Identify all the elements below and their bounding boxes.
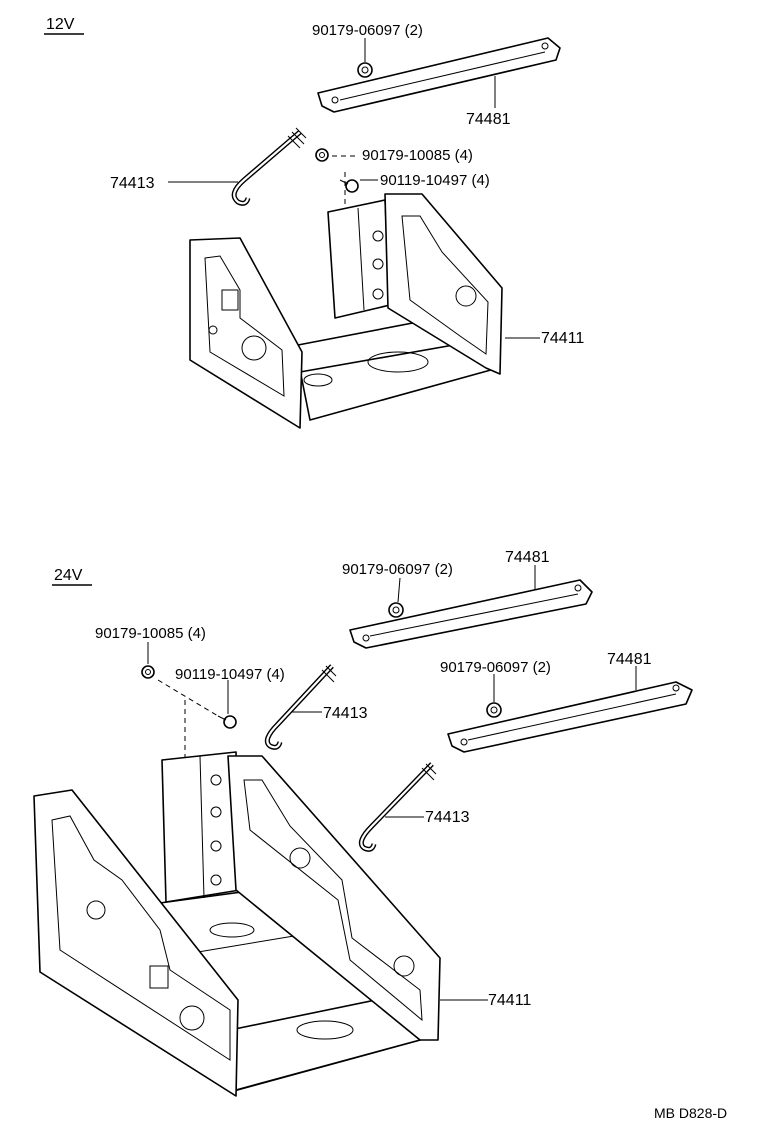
dashed-guide xyxy=(157,679,219,717)
hook-rod-74413-upper xyxy=(231,127,307,206)
label-74481-upper: 74481 xyxy=(466,111,511,128)
label-90179-06097-lower-b: 90179-06097 (2) xyxy=(440,659,551,676)
bolt-icon-lower xyxy=(217,715,237,729)
battery-carrier-74411-upper xyxy=(189,193,503,429)
label-74411-lower: 74411 xyxy=(488,992,531,1009)
clamp-bar-74481-upper xyxy=(317,37,561,113)
label-74411-upper: 74411 xyxy=(541,330,584,347)
bolt-icon-upper xyxy=(339,179,359,193)
nut-icon-large-lower xyxy=(141,665,155,679)
label-90179-06097-upper: 90179-06097 (2) xyxy=(312,22,423,39)
nut-icon-small-lower-b xyxy=(486,702,502,718)
nut-icon-small-lower-a xyxy=(388,602,404,618)
label-74413-upper: 74413 xyxy=(110,175,155,192)
section-12v: 12V 90179-06097 (2) 74481 74413 xyxy=(44,16,584,429)
hook-rod-74413-lower-a xyxy=(264,664,337,750)
label-90119-10497-upper: 90119-10497 (4) xyxy=(380,172,490,189)
label-74413-lower-b: 74413 xyxy=(425,809,470,826)
label-74481-lower-a: 74481 xyxy=(505,549,550,566)
label-90179-10085-upper: 90179-10085 (4) xyxy=(362,147,473,164)
label-90179-06097-lower-a: 90179-06097 (2) xyxy=(342,561,453,578)
label-74481-lower-b: 74481 xyxy=(607,651,652,668)
clamp-bar-74481-lower-b xyxy=(447,681,693,753)
label-74413-lower-a: 74413 xyxy=(323,705,368,722)
nut-icon-small-upper xyxy=(357,62,373,78)
label-90119-10497-lower: 90119-10497 (4) xyxy=(175,666,285,683)
clamp-bar-74481-lower-a xyxy=(349,579,593,649)
nut-icon-large-upper xyxy=(315,148,329,162)
section-label-24v: 24V xyxy=(54,567,83,584)
drawing-code: MB D828-D xyxy=(654,1105,727,1121)
label-90179-10085-lower: 90179-10085 (4) xyxy=(95,625,206,642)
section-24v: 24V 90179-06097 (2) 74481 90179-10085 (4… xyxy=(33,549,693,1097)
section-label-12v: 12V xyxy=(46,16,75,33)
battery-carrier-74411-lower xyxy=(33,751,441,1097)
hook-rod-74413-lower-b xyxy=(358,762,437,852)
leader-line xyxy=(397,577,401,603)
